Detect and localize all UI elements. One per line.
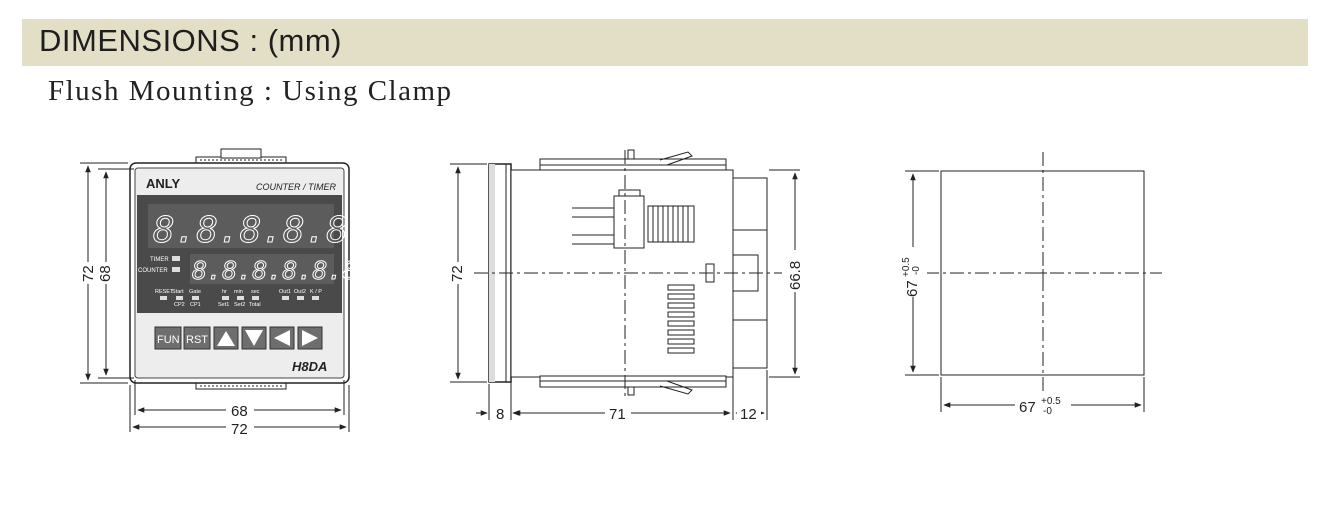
cp2-label: CP2: [174, 302, 185, 308]
out2-label: Out2: [294, 289, 306, 295]
reset-label: RESET: [155, 289, 174, 295]
side-rear-depth-label: 12: [740, 406, 757, 423]
side-view: [448, 149, 804, 421]
cutout-width-tol-plus: +0.5: [1041, 396, 1061, 407]
cutout-height-tol-plus: +0.5: [901, 257, 912, 277]
cutout-width-value: 67: [1019, 399, 1036, 416]
right-arrow-icon: [302, 330, 318, 346]
timer-label: TIMER: [150, 257, 169, 263]
side-body-depth-label: 71: [609, 406, 626, 423]
top-clamp: [195, 148, 287, 165]
page-title: DIMENSIONS : (mm): [39, 23, 342, 58]
sec-label: sec: [251, 289, 260, 295]
display-window-top: [148, 204, 334, 248]
side-vents: [667, 284, 695, 354]
gate-label: Gate: [189, 289, 201, 295]
kp-label: K / P: [310, 289, 322, 295]
cp1-label: CP1: [190, 302, 201, 308]
hr-label: hr: [222, 289, 227, 295]
counter-label: COUNTER: [138, 268, 168, 274]
timer-led: [172, 256, 180, 261]
front-horizontal-dims: [129, 380, 350, 436]
counter-led: [172, 267, 180, 272]
front-height-inner: 68: [97, 265, 114, 282]
up-arrow-icon: [217, 331, 235, 346]
cutout-height-value: 67: [904, 280, 921, 297]
set1-label: Set1: [218, 302, 229, 308]
fun-button[interactable]: [154, 326, 182, 350]
side-body-height-label: 66.8: [787, 261, 804, 290]
display-bottom-digits: 8.8.8.8.8.8.: [192, 256, 373, 285]
status-labels: RESET Start Gate CP2 CP1 hr min sec Set1…: [155, 289, 322, 308]
front-vertical-dims: [80, 162, 134, 384]
page-subtitle: Flush Mounting : Using Clamp: [48, 75, 453, 107]
min-label: min: [234, 289, 243, 295]
side-height-label: 72: [449, 265, 466, 282]
cutout-height-tol-minus: -0: [911, 266, 922, 275]
cutout-height-dim-label: 67 +0.5 -0: [901, 257, 922, 297]
front-height-outer: 72: [80, 265, 97, 282]
down-arrow-icon: [245, 330, 263, 346]
cutout-width-tol-minus: -0: [1043, 406, 1052, 417]
set2-label: Set2: [234, 302, 245, 308]
status-leds: [160, 296, 319, 300]
rst-button-label: RST: [186, 334, 208, 346]
rst-button[interactable]: [183, 326, 211, 350]
brand-logo: ANLY: [146, 176, 181, 191]
display-top-digits: 8.8.8.8.8.8.: [153, 210, 413, 251]
model-label: H8DA: [292, 359, 327, 374]
front-width-outer: 72: [231, 421, 248, 438]
total-label: Total: [249, 302, 261, 308]
front-width-inner: 68: [231, 403, 248, 420]
keypad: FUN RST: [154, 326, 323, 350]
out1-label: Out1: [279, 289, 291, 295]
side-front-depth-label: 8: [496, 406, 504, 423]
front-view: ANLY COUNTER / TIMER 8.8.8.8.8.8. 8.8.8.…: [80, 148, 414, 438]
cutout-view: [899, 152, 1162, 417]
display-window-bottom: [190, 254, 334, 284]
fun-button-label: FUN: [157, 334, 180, 346]
left-arrow-icon: [274, 330, 290, 346]
product-type-label: COUNTER / TIMER: [256, 182, 336, 192]
start-label: Start: [172, 289, 184, 295]
header-bar: DIMENSIONS : (mm): [22, 19, 1308, 66]
